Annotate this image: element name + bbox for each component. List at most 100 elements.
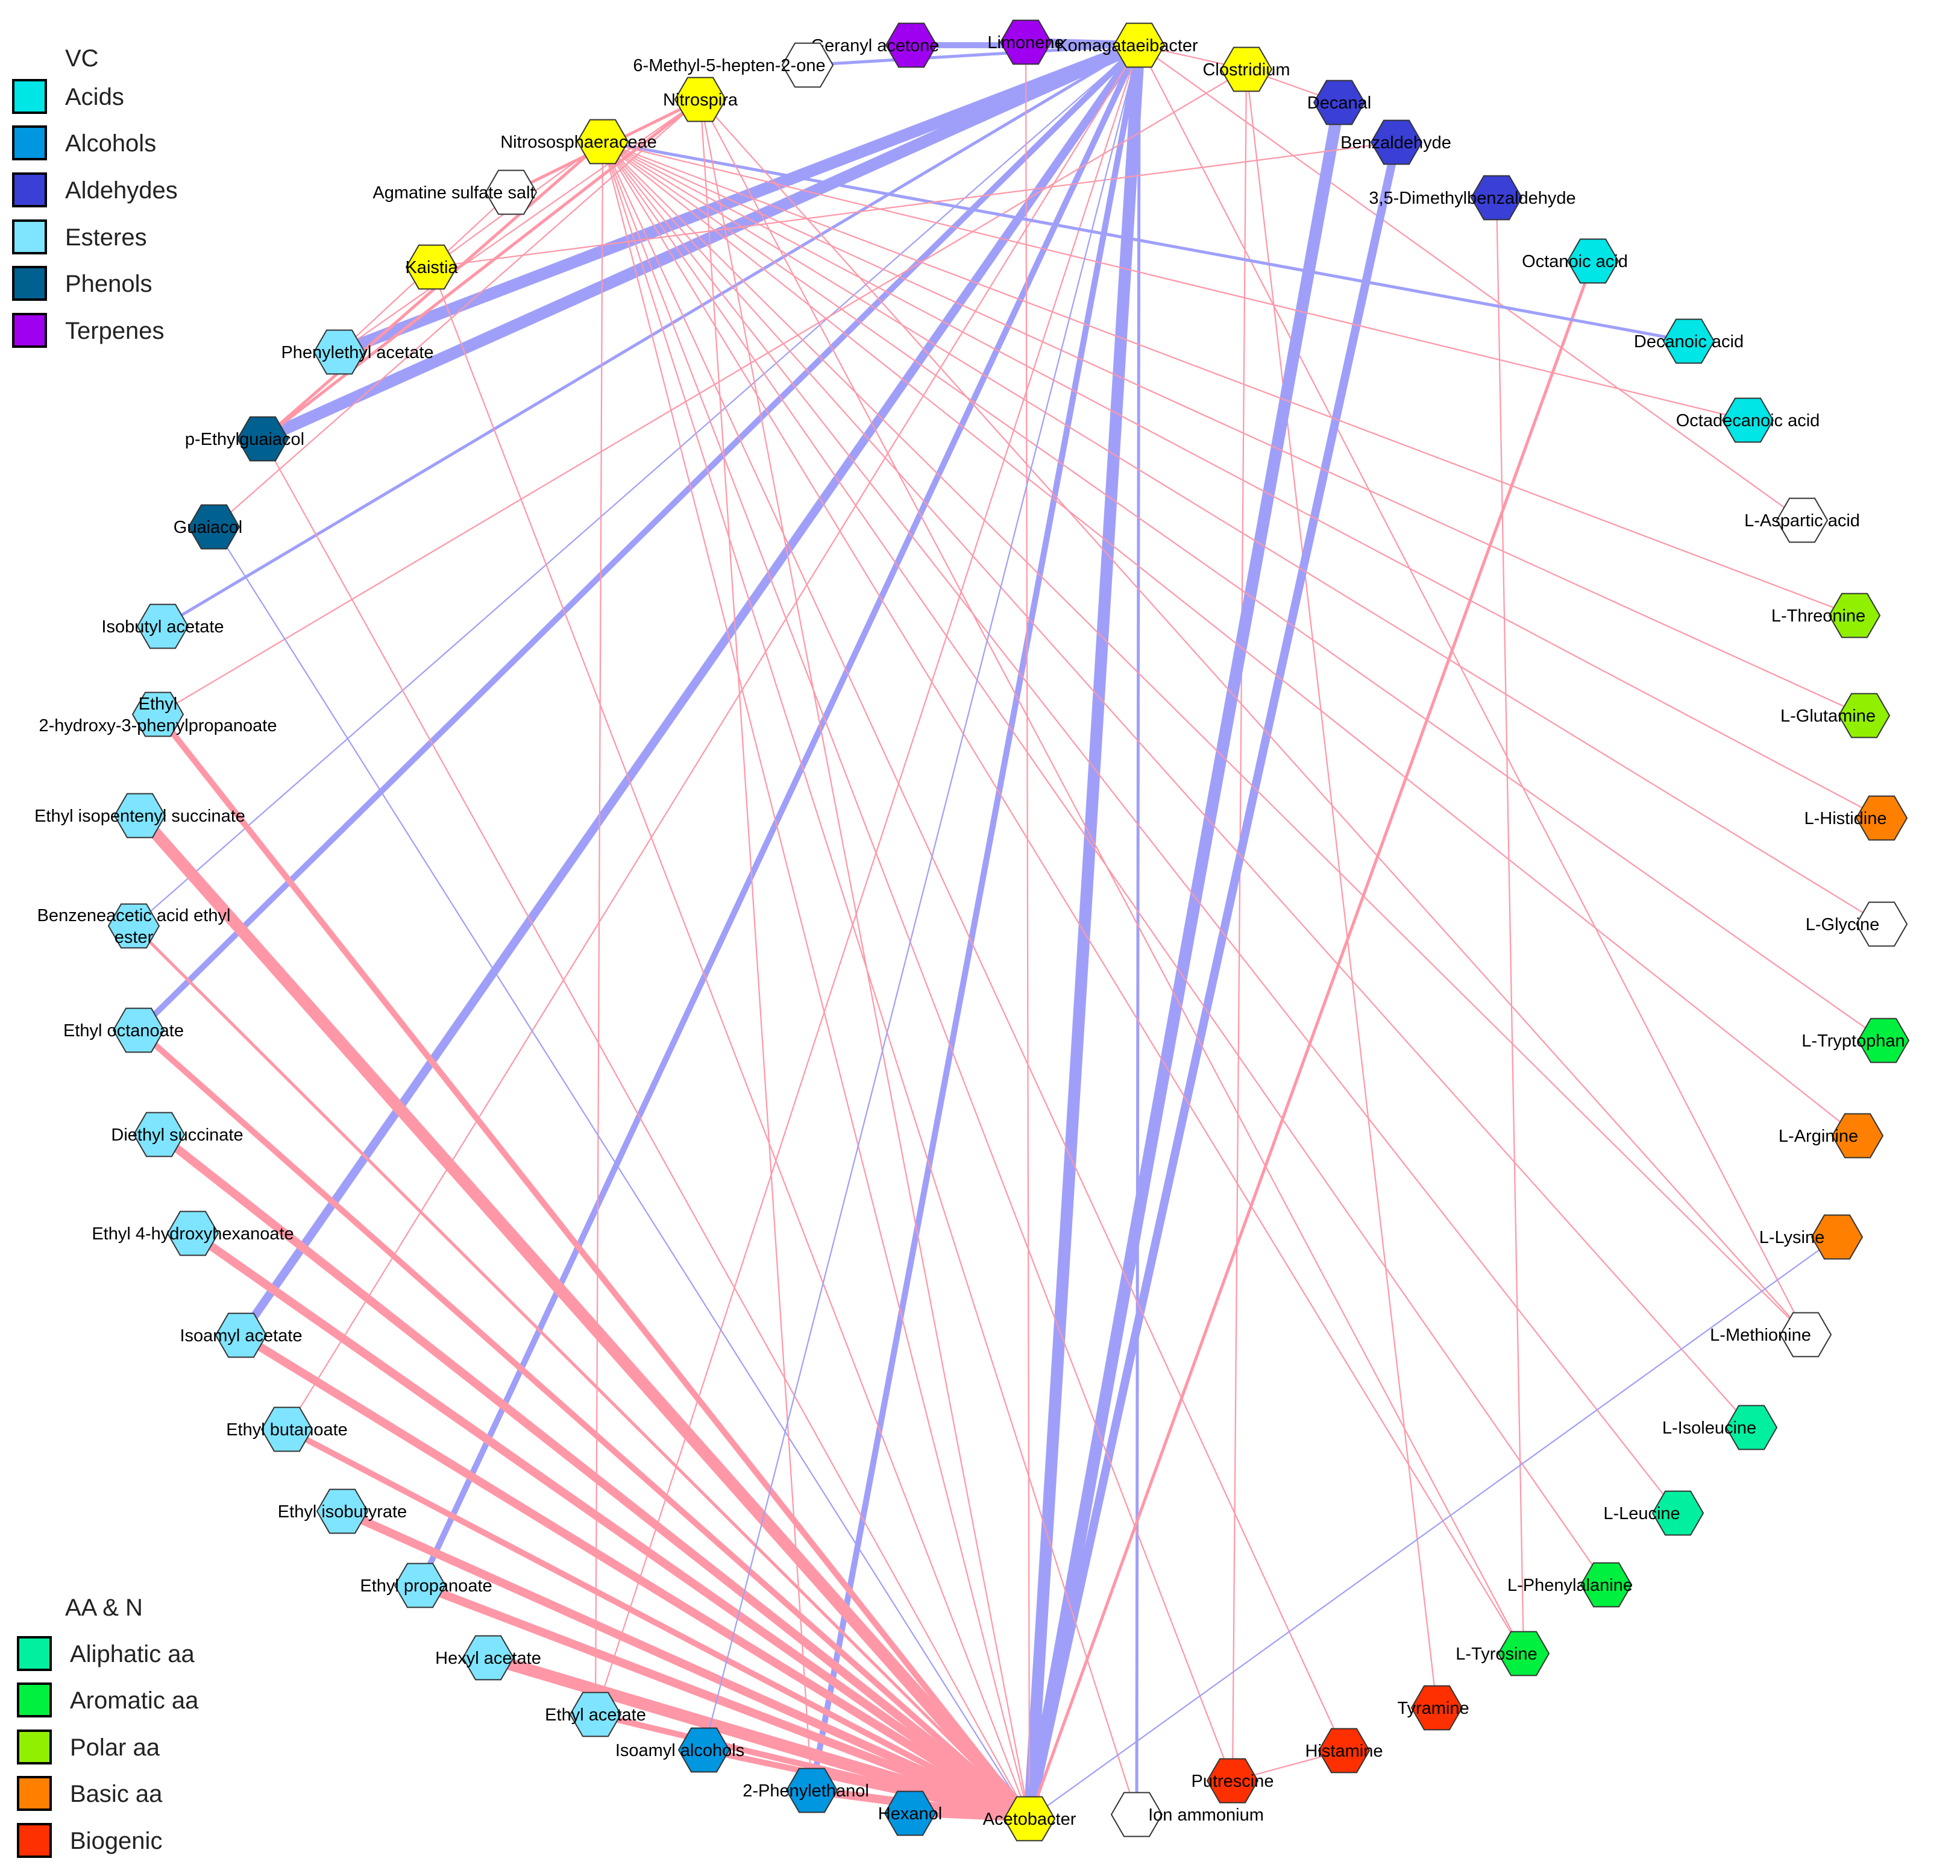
edge-acetobacter-hexylacetate <box>482 1652 1035 1825</box>
node-threonine: L-Threonine <box>1771 593 1881 638</box>
node-label: Ethyl isopentenyl succinate <box>34 807 245 826</box>
node-label: L-Phenylalanine <box>1507 1576 1633 1595</box>
node-hexagon <box>107 903 160 949</box>
node-label: Clostridium <box>1202 60 1290 80</box>
node-dimethylbenzaldehyde: 3,5-Dimethylbenzaldehyde <box>1369 175 1576 221</box>
node-label: Limonene <box>987 33 1064 52</box>
edge-nitrososphaeraceae-acetobacter <box>602 140 1031 1820</box>
edge-komagataeibacter-aspartic <box>1138 44 1803 521</box>
node-ethylguaiacol: p-Ethylguaiacol <box>185 416 304 462</box>
node-phenylethylacetate: Phenylethyl acetate <box>281 329 434 375</box>
edge-acetobacter-ethyloctanoate <box>136 1027 1032 1822</box>
node-hexagon <box>1318 1728 1371 1774</box>
node-hexagon <box>394 1563 447 1608</box>
node-label: Ethyl butanoate <box>226 1420 348 1440</box>
node-hexagon <box>1313 80 1366 125</box>
edge-isoamylalc-komagataeibacter <box>703 44 1140 1751</box>
legend-aa: AA & N Aliphatic aa Aromatic aa Polar aa… <box>17 1594 199 1858</box>
node-clostridium: Clostridium <box>1202 46 1290 92</box>
node-putrescine: Putrescine <box>1191 1758 1274 1804</box>
node-arginine: L-Arginine <box>1779 1113 1884 1159</box>
edge-acetobacter-isoamylacetate <box>237 1331 1034 1823</box>
legend-vc-item-phenols: Phenols <box>12 266 152 301</box>
legend-vc-item-aldehydes: Aldehydes <box>12 172 178 207</box>
node-hexagon <box>133 1112 186 1157</box>
node-hexagon <box>462 1635 515 1681</box>
edge-komagataeibacter-ethylbutanoate <box>286 44 1140 1431</box>
node-hexagon <box>1779 1312 1832 1358</box>
legend-vc-title: VC <box>65 45 99 72</box>
edge-komagataeibacter-ammonium <box>1135 43 1141 1816</box>
node-hexagon <box>1370 119 1423 165</box>
edge-komagataeibacter-phenylethylacetate <box>333 39 1145 358</box>
edge-nitrososphaeraceae-octadecanoic <box>602 140 1749 421</box>
edge-guaiacol-acetobacter <box>213 526 1031 1820</box>
legend-swatch <box>17 1823 52 1858</box>
node-label-line: Ethyl <box>139 694 177 714</box>
node-lysine: L-Lysine <box>1759 1214 1864 1260</box>
node-hexagon <box>166 1210 219 1256</box>
node-leucine: L-Leucine <box>1603 1490 1704 1536</box>
node-label: Hexyl acetate <box>435 1649 541 1668</box>
node-hexagon <box>1725 1405 1778 1450</box>
node-kaistia: Kaistia <box>405 244 458 290</box>
edge-octanoic-acetobacter <box>1028 259 1595 1821</box>
node-hexagon <box>1113 22 1166 68</box>
node-glycine: L-Glycine <box>1806 901 1908 947</box>
node-hexagon <box>112 1007 165 1053</box>
edge-nitrososphaeraceae-tryptophan <box>602 140 1885 1042</box>
node-acetobacter: Acetobacter <box>983 1796 1076 1842</box>
node-isoamylacetate: Isoamyl acetate <box>180 1312 303 1358</box>
edge-komagataeibacter-isoamylacetate <box>237 41 1143 1339</box>
node-hexagon <box>187 504 240 550</box>
legend-swatch <box>17 1636 52 1671</box>
edge-acetobacter-ethylpropanoate <box>416 1581 1034 1823</box>
edge-dimethylbenzaldehyde-tyrosine <box>1495 197 1525 1655</box>
legend-vc-item-terpenes: Terpenes <box>12 313 165 348</box>
legend-aa-item-biogenic: Biogenic <box>17 1823 162 1858</box>
node-phenylethanol: 2-Phenylethanol <box>743 1767 869 1813</box>
edge-nitrososphaeraceae-glutamine <box>602 140 1865 717</box>
legend-swatch <box>12 266 47 301</box>
node-hexagon <box>1110 1792 1163 1837</box>
node-hexagon <box>1811 1214 1864 1260</box>
node-decanal: Decanal <box>1307 80 1371 125</box>
node-hexagon <box>1721 397 1774 443</box>
node-label: Benzaldehyde <box>1340 133 1451 153</box>
node-limonene: Limonene <box>987 19 1064 65</box>
node-geranyl: Geranyl acetone <box>811 22 940 68</box>
node-hexagon <box>1776 497 1829 543</box>
node-hexagon <box>136 603 189 649</box>
node-ethylisopentenyl: Ethyl isopentenyl succinate <box>34 793 245 839</box>
node-label: Acetobacter <box>983 1810 1076 1829</box>
node-diethylsuccinate: Diethyl succinate <box>111 1112 243 1157</box>
node-label: p-Ethylguaiacol <box>185 430 304 449</box>
edge-nitrososphaeraceae-arginine <box>602 140 1859 1137</box>
edge-limonene-acetobacter <box>1025 41 1031 1820</box>
node-label: Ion ammonium <box>1148 1805 1264 1825</box>
edge-nitrospira-methionine <box>699 98 1807 1336</box>
node-label: Phenylethyl acetate <box>281 343 433 362</box>
node-label: Isoamyl acetate <box>180 1326 302 1346</box>
node-label: Guaiacol <box>174 518 242 537</box>
node-label: Octadecanoic acid <box>1676 411 1820 430</box>
edge-komagataeibacter-phenylethanol <box>809 42 1142 1793</box>
node-label: Geranyl acetone <box>811 36 940 55</box>
legend-aa-label: Polar aa <box>70 1734 160 1761</box>
node-label: Agmatine sulfate salt <box>372 183 535 203</box>
legend-aa-label: Aliphatic aa <box>70 1641 195 1667</box>
node-hexagon <box>1003 1796 1056 1842</box>
edge-komagataeibacter-ethylacetate <box>594 44 1140 1716</box>
legend-vc: VC Acids Alcohols Aldehydes Esteres Phen… <box>12 45 178 348</box>
node-label: L-Aspartic acid <box>1744 511 1860 530</box>
legend-swatch <box>12 172 47 207</box>
edge-acetobacter-kaistia <box>430 266 1031 1820</box>
node-hexagon <box>1857 1018 1910 1063</box>
node-label: Ethyl propanoate <box>360 1576 492 1596</box>
node-label: L-Leucine <box>1603 1504 1680 1523</box>
node-tryptophan: L-Tryptophan <box>1801 1018 1910 1063</box>
edge-clostridium-tyramine <box>1245 68 1438 1709</box>
node-hexagon <box>236 416 289 462</box>
legend-aa-item-aliphatic: Aliphatic aa <box>17 1636 195 1671</box>
